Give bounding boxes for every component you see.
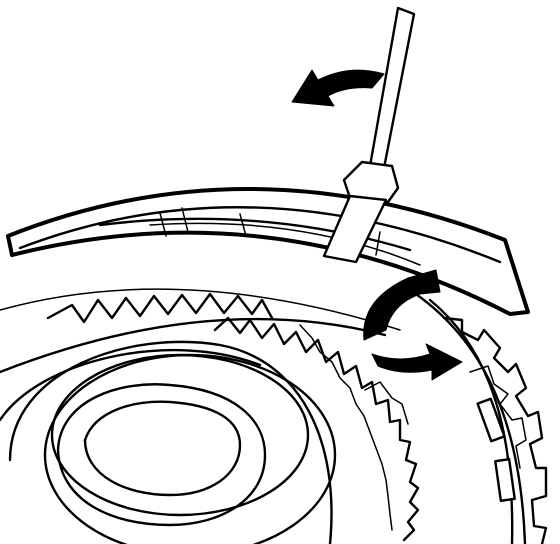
hub — [0, 340, 337, 544]
internal-gear-teeth — [46, 292, 420, 542]
gear-housing — [0, 217, 421, 374]
snap-ring — [6, 187, 530, 316]
rotation-arrow — [363, 269, 463, 381]
external-splines — [408, 288, 548, 544]
removal-direction-arrow — [291, 69, 385, 107]
screwdriver — [322, 6, 416, 264]
